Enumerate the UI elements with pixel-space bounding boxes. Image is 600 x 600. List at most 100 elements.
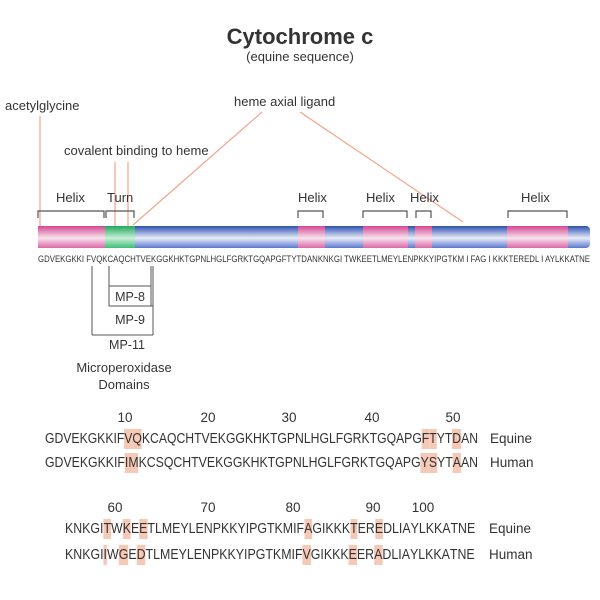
residue: E — [209, 431, 218, 447]
position-number: 100 — [411, 500, 435, 515]
residue: F — [421, 429, 430, 449]
residue: A — [460, 455, 470, 471]
species-label-equine: Equine — [490, 431, 533, 446]
residue: K — [97, 431, 106, 447]
residue: H — [308, 455, 318, 471]
position-number: 50 — [445, 410, 461, 425]
residue: D — [382, 547, 392, 563]
helix-segment — [363, 226, 408, 248]
residue: K — [65, 521, 74, 537]
residue: G — [277, 431, 287, 447]
acetylglycine-label: acetylglycine — [5, 98, 79, 113]
residue: Y — [178, 547, 187, 563]
residue: T — [449, 547, 458, 563]
structure-brackets — [37, 210, 568, 218]
residue: V — [63, 455, 72, 471]
species-label-human: Human — [490, 455, 534, 470]
residue: H — [310, 431, 320, 447]
residue: F — [296, 521, 305, 537]
residue: P — [284, 455, 293, 471]
residue: Y — [410, 521, 419, 537]
residue: Q — [385, 455, 395, 471]
residue: Y — [420, 453, 429, 473]
residue: D — [54, 455, 64, 471]
residue: T — [429, 429, 437, 449]
residue: Q — [163, 455, 174, 471]
residue: T — [147, 521, 155, 537]
residue: E — [128, 547, 137, 563]
residue: A — [396, 431, 405, 447]
residue: K — [433, 521, 443, 537]
residue: D — [383, 521, 393, 537]
residue: A — [374, 545, 383, 565]
bar-sequence: GDVEKGKKI FVQKCAQCHTVEKGGKHKTGPNLHGLFGRK… — [38, 254, 590, 265]
helix-label: Helix — [298, 190, 327, 205]
residue: N — [202, 547, 211, 563]
residue: V — [198, 455, 207, 471]
residue: E — [356, 547, 366, 563]
diagram-title: Cytochrome c — [227, 24, 374, 49]
residue: Y — [180, 521, 189, 537]
residue: T — [145, 547, 154, 563]
helix-segment — [38, 226, 105, 248]
residue: K — [242, 455, 251, 471]
residue: H — [250, 455, 260, 471]
residue: E — [71, 455, 80, 471]
residue: L — [418, 547, 426, 563]
residue: L — [154, 521, 162, 537]
residue: M — [281, 547, 292, 563]
residue: G — [90, 547, 101, 563]
residue: E — [172, 521, 181, 537]
helix-label: Helix — [56, 190, 85, 205]
residue: K — [215, 455, 224, 471]
residue: T — [444, 431, 453, 447]
residue: L — [328, 431, 336, 447]
residue: I — [245, 521, 250, 537]
residue: G — [45, 431, 55, 447]
residue: K — [219, 547, 228, 563]
residue: K — [261, 431, 270, 447]
residue: E — [130, 521, 140, 537]
residue: E — [71, 431, 80, 447]
residue: G — [312, 521, 322, 537]
residue: A — [442, 521, 451, 537]
residue: N — [203, 521, 213, 537]
residue: F — [294, 547, 303, 563]
mp8-label: MP-8 — [115, 290, 145, 304]
residue: F — [335, 431, 344, 447]
residue: H — [185, 431, 195, 447]
residue: A — [401, 547, 410, 563]
position-number: 70 — [200, 500, 216, 515]
residue: G — [257, 521, 268, 537]
turn-label: Turn — [107, 190, 133, 205]
residue: P — [286, 431, 296, 447]
residue: R — [351, 455, 360, 471]
residue: C — [176, 431, 186, 447]
residue: G — [232, 455, 243, 471]
covalent-binding-label: covalent binding to heme — [64, 143, 209, 158]
helix-label: Helix — [521, 190, 550, 205]
residue: E — [193, 547, 203, 563]
residue: W — [111, 521, 123, 537]
helix-label: Helix — [410, 190, 439, 205]
residue: T — [445, 455, 453, 471]
residue: I — [113, 431, 117, 447]
residue: I — [398, 521, 403, 537]
residue: T — [450, 521, 459, 537]
structure-diagram: Cytochrome c (equine sequence) acetylgly… — [5, 24, 590, 392]
residue: K — [425, 521, 434, 537]
residue: N — [73, 521, 83, 537]
residue: K — [217, 431, 226, 447]
residue: T — [191, 455, 199, 471]
mp9-label: MP-9 — [115, 313, 145, 327]
residue: P — [404, 431, 413, 447]
residue: T — [194, 431, 202, 447]
residue: K — [332, 547, 341, 563]
residue: K — [433, 547, 442, 563]
residue: K — [323, 547, 333, 563]
residue: K — [138, 455, 147, 471]
residue: G — [310, 547, 321, 563]
